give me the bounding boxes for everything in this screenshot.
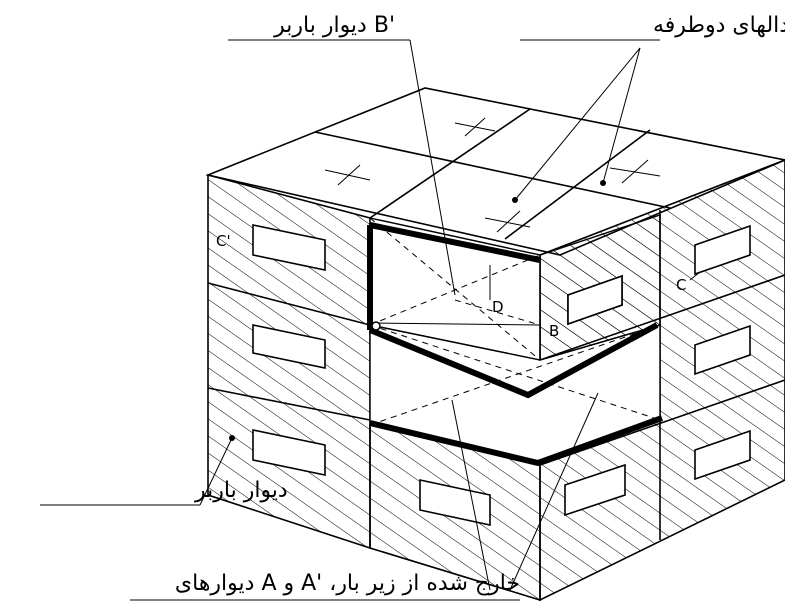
walls-removed-label: دیوارهای A و A' ،خارج شده از زیر بار bbox=[175, 571, 520, 596]
leader-lines bbox=[40, 39, 701, 601]
d-label: D bbox=[492, 298, 504, 316]
c-prime-label: C' bbox=[216, 232, 231, 250]
load-lines bbox=[367, 222, 664, 467]
slab-cross-marks bbox=[324, 117, 661, 233]
c-label: C bbox=[676, 276, 686, 294]
bearing-wall-b-prime-label: دیوار باربر B' bbox=[273, 13, 395, 38]
window bbox=[252, 224, 326, 476]
b-label: B bbox=[549, 322, 559, 340]
two-way-slabs-label: دالهای دوطرفه bbox=[653, 13, 785, 38]
roof-slabs bbox=[205, 87, 785, 256]
bearing-wall-label: دیوار باربر bbox=[194, 478, 288, 503]
left-wall-face bbox=[207, 173, 371, 550]
front-bottom-face bbox=[369, 423, 541, 602]
